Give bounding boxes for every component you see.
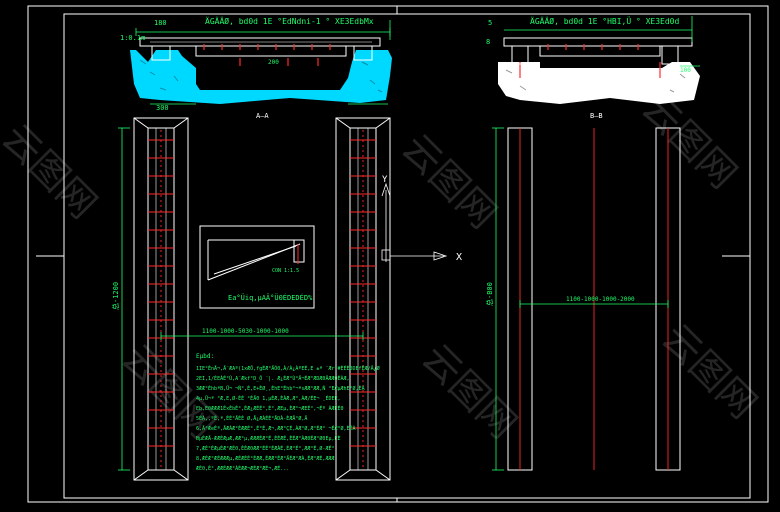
left-ground-texture	[139, 59, 383, 93]
watermark-text: 云图网	[654, 315, 766, 427]
right-ground-fill	[498, 62, 700, 104]
plan-a-left-column-inner	[147, 127, 175, 471]
plan-a-bevel	[133, 117, 149, 129]
detail-line	[213, 245, 297, 275]
watermark-text: 云图网	[0, 115, 105, 227]
notes-line: 5ÉÀ,,ºÉ,ª,ÉÉ°ÄÉÈ Ø,Å¿ÆÀÉÉ°ÅDÀ-ÈÆÅ°Ø,Ä	[196, 414, 307, 422]
left-beam-marks	[203, 44, 331, 66]
notes-block[interactable]: Eµbd: 1IE°ÉnÄ¬,Ä¨ÆAº(1xÆÖ,fgÉÆ°ÄÓ0,À/À¿À…	[196, 353, 380, 472]
plan-a-vdim	[118, 127, 130, 471]
notes-line: 8,ÆÉÆ°ÆÉÆÆÆµ,ÆÉÆÉÉ°ÉÆÆ,ÉÆÆ°ÉÆ°ÄÉÆ°ÆÀ,ÉÆ°…	[196, 454, 334, 462]
detail-caption: Ea°Üiq,µAÄ°Ü0ÉDEDÉD%	[228, 293, 313, 302]
plan-view-b[interactable]: B—B 总-B00 1100-1000-1000-2000	[485, 112, 681, 471]
x-axis-indicator	[390, 251, 448, 261]
axis-y-label: Y	[382, 175, 388, 185]
plan-a-bevel	[173, 469, 189, 481]
left-dim-lines	[135, 20, 391, 105]
right-beam	[539, 45, 661, 57]
right-ground-texture	[505, 69, 686, 93]
plan-a-right-column-outer	[335, 117, 391, 481]
plan-a-bevel	[335, 117, 351, 129]
plan-b-vdim-label: 总-B00	[485, 282, 494, 306]
sheet-frame-outer	[27, 5, 769, 503]
notes-line: 2EI,1/ÉEÀÉ°Ù,A¨Ækf°D_Ô ¨|. Æ¿ÉÆ°Ù°Ä¬ÉÆ°Æ…	[196, 374, 350, 382]
plan-a-left-column-outer	[133, 117, 189, 481]
plan-a-vdim-label: 总-1200	[111, 282, 120, 310]
detail-bracket	[293, 239, 305, 263]
plan-a-hdim-label: 1100-1000-5030-1000-1000	[202, 328, 289, 335]
left-scale-label: 1:0.1m	[120, 34, 145, 42]
right-elevation-title: ÄGÄÄØ, bd0d 1E °HBI,Ü ° XE3Ed0d	[530, 16, 679, 26]
watermark-text: 云图网	[394, 125, 506, 237]
detail-dim-label: CON 1:1.5	[272, 268, 299, 274]
left-dim-label: 180	[154, 19, 167, 27]
plan-a-bevel	[335, 469, 351, 481]
notes-line: ÆÉ0,É°,ÆÆÉÆÆ°ÀÉÆÆ¬ÆÉÆ°ÆÉ¬,ÆÉ...	[196, 464, 289, 472]
plan-b-label: B—B	[590, 112, 603, 120]
plan-a-bevel	[133, 469, 149, 481]
plan-a-label: A—A	[256, 112, 269, 120]
y-axis-indicator	[381, 182, 391, 262]
left-elevation-section[interactable]: ÄGÄÄØ, bd0d 1E °EdNdni-1 ° XE3EdbMx	[120, 16, 392, 112]
plan-a-left-rungs	[148, 130, 174, 468]
plan-a-right-rungs	[350, 130, 376, 468]
notes-line: 3ÆÆ°ÉhbªB,Ü¬ ¬Ñ°,É,E+ÈØ¸,ÉhE°Éhb°¬ªsÆÆ°Æ…	[196, 384, 365, 392]
watermark-text: 云图网	[414, 335, 526, 447]
left-pillar-a	[151, 45, 171, 61]
plan-b-hdim-label: 1100-1000-1000-2000	[566, 296, 635, 303]
left-pillar-b	[353, 45, 373, 61]
right-elevation-section[interactable]: ÄGÄÄØ, bd0d 1E °HBI,Ü ° XE3Ed0d 8 5 100	[486, 16, 700, 104]
left-dim-label: 300	[156, 104, 169, 112]
left-ground-fill	[130, 50, 392, 104]
plan-a-bevel	[173, 117, 189, 129]
left-dim-label: 200	[268, 59, 279, 66]
right-beam-marks	[519, 44, 661, 78]
plan-a-right-column-inner	[349, 127, 377, 471]
notes-line: 6,Ä°ÆeÉº,ÄÆÀÆ°ÈÆÆÉ°,É°É,Æ¬,ÆÆ°ÇÉ,ÀÆ°Ø,Æ°…	[196, 424, 356, 432]
detail-box[interactable]: CON 1:1.5 Ea°Üiq,µAÄ°Ü0ÉDEDÉD%	[199, 225, 315, 309]
right-pillar-b	[661, 45, 679, 65]
notes-title: Eµbd:	[196, 353, 214, 360]
notes-line: 1IE°ÉnÄ¬,Ä¨ÆAº(1xÆÖ,fgÉÆ°ÄÓ0,À/À¿ÀºEÉ,E …	[196, 364, 380, 372]
watermark-layer: 云图网 云图网 云图网 云图网 云图网 云图网	[0, 85, 765, 447]
plan-a-bevel	[375, 117, 391, 129]
right-top-slab	[503, 37, 693, 47]
notes-line: Eb,E0ÆÆÆ1ÉxÈbÉ°,ÉÆ¿ÆÉÉ°,É°,ÆEµ,ÈÆ°¬ÆEÉ°,…	[196, 404, 344, 412]
plan-a-hdim	[160, 332, 364, 340]
left-beam	[195, 45, 347, 57]
axis-x-label: X	[456, 252, 462, 263]
right-dim-label: 100	[680, 67, 691, 74]
detail-box-frame	[199, 225, 315, 309]
left-elevation-title: ÄGÄÄØ, bd0d 1E °EdNdni-1 ° XE3EdbMx	[205, 16, 374, 26]
notes-line: 7,ÆÉ°ÉÆµÉÆ°ÆÉ0,ÈÉÆ0ÆÆ°ÉÉ°ÉÆÀÉ,ÉÆ°É°,ÆÆ°É…	[196, 444, 334, 452]
plan-view-a[interactable]: A—A	[111, 112, 462, 481]
notes-line: BµÉÆÄ-ÆÆÉÆµÆ,ÆÆ°µ,ÆÆÆÉÆ°É,ÉÉÆÉ,ÈÉÆ°ÀÆ0ÉÆ…	[196, 434, 341, 442]
plan-a-bevel	[375, 469, 391, 481]
right-dim-label: 5	[488, 19, 492, 27]
plan-b-vdim	[492, 127, 504, 471]
plan-b-hdim	[519, 300, 669, 308]
right-pillar-a	[511, 45, 529, 65]
notes-line: 4µ,Ü¬ª °Æ,E,Ø-ÉÉ °ÉÄ0 1,µÉÆ,ÈÀÆ,Æ°,ÀÆ/ÉE…	[196, 394, 341, 402]
right-dim-label: 8	[486, 38, 490, 46]
right-dim-lines	[504, 16, 700, 67]
